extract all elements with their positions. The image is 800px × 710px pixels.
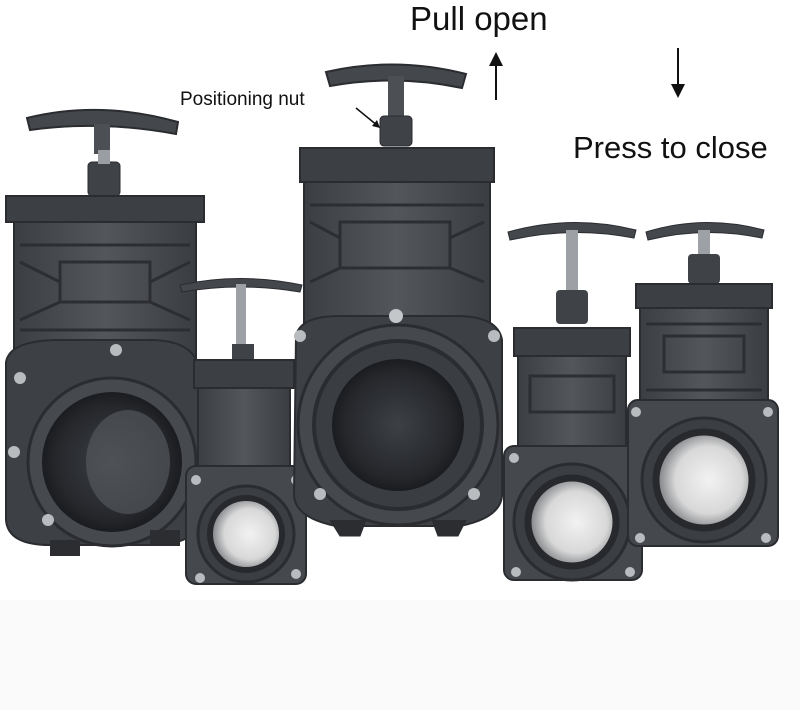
valve-medium-front-right (503, 222, 643, 582)
pull-open-arrow (489, 52, 503, 100)
positioning-nut-pointer (355, 107, 380, 128)
valve-right (627, 222, 779, 547)
pull-open-label: Pull open (410, 0, 548, 37)
positioning-nut-label: Positioning nut (180, 89, 305, 110)
positioning-nut (379, 115, 413, 147)
valve-large-left (5, 108, 205, 556)
press-to-close-label: Press to close (573, 130, 768, 165)
press-to-close-arrow (671, 48, 685, 98)
valve-large-center (292, 63, 503, 537)
floor-reflection (0, 600, 800, 710)
valve-small-front-left (179, 278, 307, 585)
